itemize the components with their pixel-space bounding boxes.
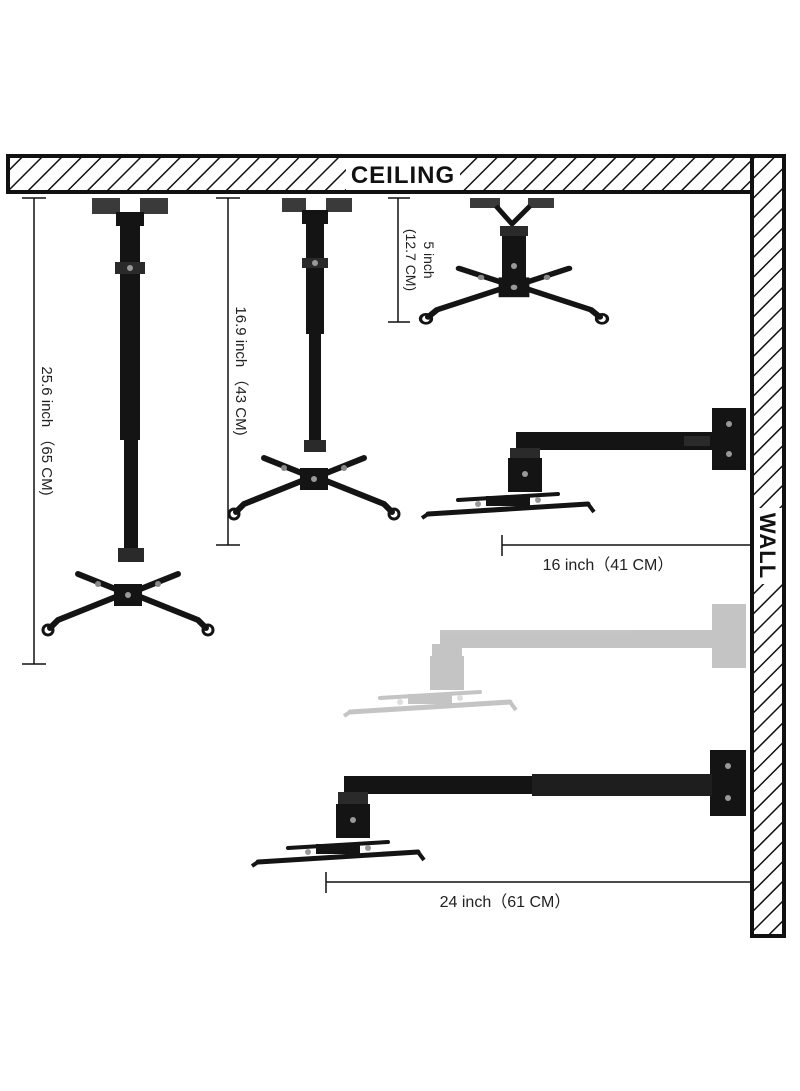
mid-drop-label: 16.9 inch （43 CM) <box>232 306 249 435</box>
ceiling-mount-long <box>43 198 213 635</box>
wall-mount-long <box>252 750 746 866</box>
wall-mount-ghost <box>344 604 746 716</box>
wall-long-label: 24 inch（61 CM） <box>440 893 571 911</box>
wall-label: WALL <box>755 513 780 579</box>
ceiling-mount-short <box>421 198 608 323</box>
wall-short-label: 16 inch（41 CM） <box>543 556 674 574</box>
ceiling-mount-mid <box>229 198 399 519</box>
short-drop-label-b: (12.7 CM) <box>403 229 419 291</box>
wall-mount-short <box>422 408 746 518</box>
dimension-lines <box>22 197 752 893</box>
short-drop-label-a: 5 inch <box>421 241 437 278</box>
wall: WALL <box>750 154 786 938</box>
long-drop-label: 25.6 inch （65 CM) <box>38 366 55 495</box>
ceiling: CEILING <box>6 154 786 194</box>
ceiling-label: CEILING <box>351 162 455 189</box>
